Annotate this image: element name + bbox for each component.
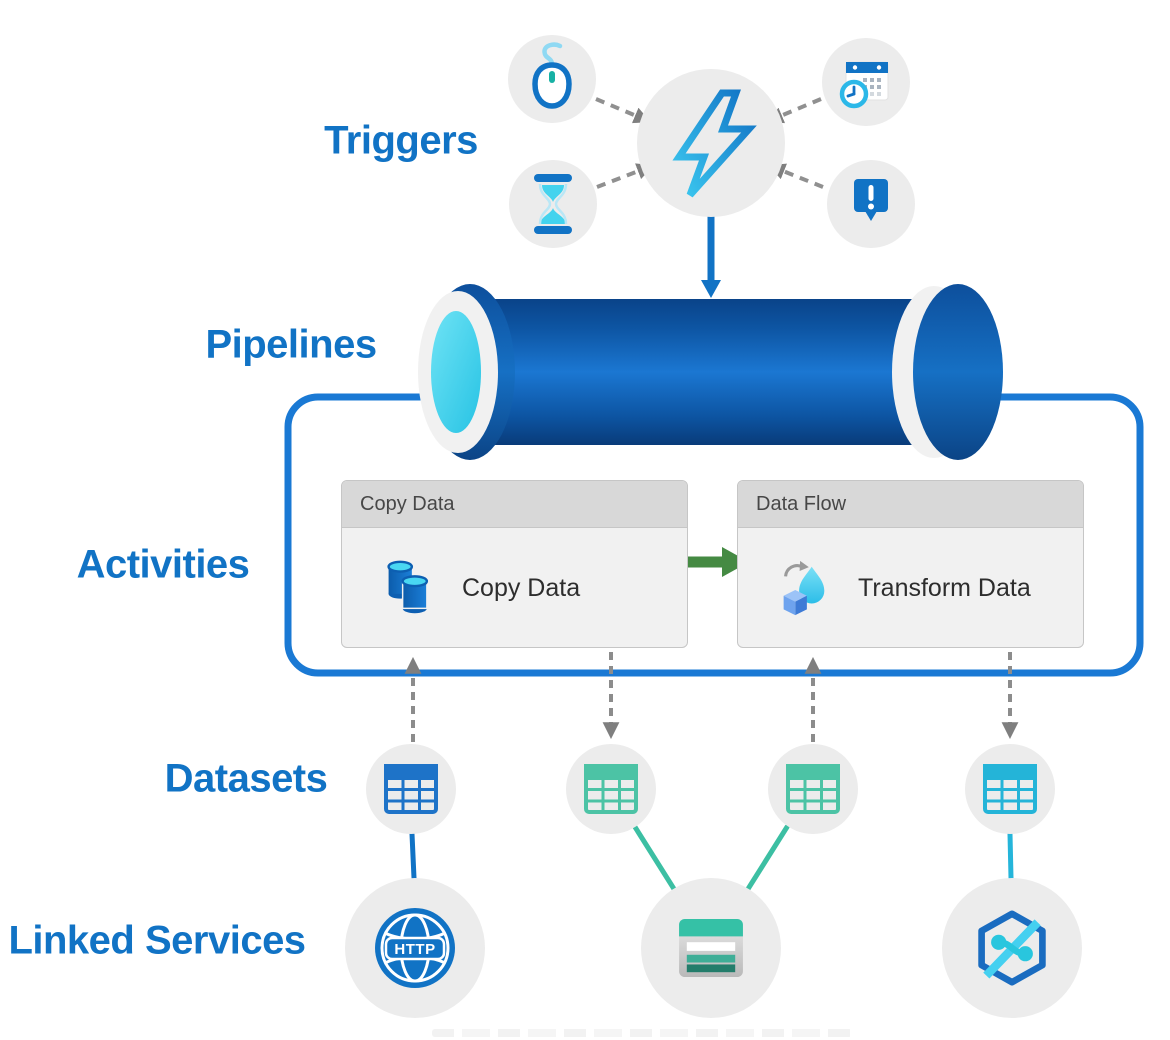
- transform-data-icon: [783, 560, 825, 616]
- table-icon: [983, 764, 1037, 814]
- pipe-opening: [431, 311, 481, 433]
- event-trigger-circle: [827, 160, 915, 248]
- schedule-trigger-circle: [822, 38, 910, 126]
- activity-title: Transform Data: [858, 573, 1031, 602]
- triggers-label: Triggers: [324, 118, 478, 163]
- dataset-circle: [566, 744, 656, 834]
- linked-service-http-circle: HTTP: [345, 878, 485, 1018]
- alert-message-icon: [854, 179, 888, 221]
- linked-services-label: Linked Services: [8, 918, 306, 963]
- pipelines-label: Pipelines: [205, 322, 377, 367]
- dataset-service-lines: [409, 824, 1014, 892]
- table-storage-icon: [679, 918, 743, 978]
- synapse-hexagon-icon: [978, 910, 1046, 986]
- activity-card-data-flow: Data Flow Transform Data: [737, 480, 1084, 648]
- linked-service-synapse-circle: [942, 878, 1082, 1018]
- pipe-graphic: [418, 284, 1003, 460]
- trigger-hub-circle: [637, 69, 785, 217]
- activity-sequence-arrow: [688, 547, 749, 577]
- activity-card-copy-data: Copy Data Copy Data: [341, 480, 688, 648]
- table-icon: [384, 764, 438, 814]
- tumbling-window-trigger-circle: [509, 160, 597, 248]
- activity-card-header: Data Flow: [738, 481, 1083, 528]
- copy-data-cylinders-icon: [387, 560, 429, 614]
- lightning-bolt-icon: [672, 89, 757, 198]
- calendar-clock-icon: [839, 61, 889, 109]
- http-label: HTTP: [394, 941, 435, 958]
- hourglass-icon: [534, 174, 572, 234]
- activity-card-header: Copy Data: [342, 481, 687, 528]
- table-icon: [584, 764, 638, 814]
- linked-service-storage-circle: [641, 878, 781, 1018]
- dataset-circle: [768, 744, 858, 834]
- attribution-clipped-text: [432, 1029, 852, 1037]
- mouse-icon: [532, 42, 572, 109]
- dataset-circle: [366, 744, 456, 834]
- globe-http-icon: HTTP: [375, 908, 455, 988]
- activities-label: Activities: [76, 542, 250, 587]
- table-icon: [786, 764, 840, 814]
- manual-trigger-circle: [508, 35, 596, 123]
- trigger-dashed-arrows: [595, 97, 824, 189]
- datasets-label: Datasets: [164, 756, 328, 801]
- dataset-circle: [965, 744, 1055, 834]
- activity-title: Copy Data: [462, 573, 581, 602]
- trigger-to-pipeline-arrow: [701, 212, 721, 298]
- dataset-dashed-connectors: [404, 652, 1019, 742]
